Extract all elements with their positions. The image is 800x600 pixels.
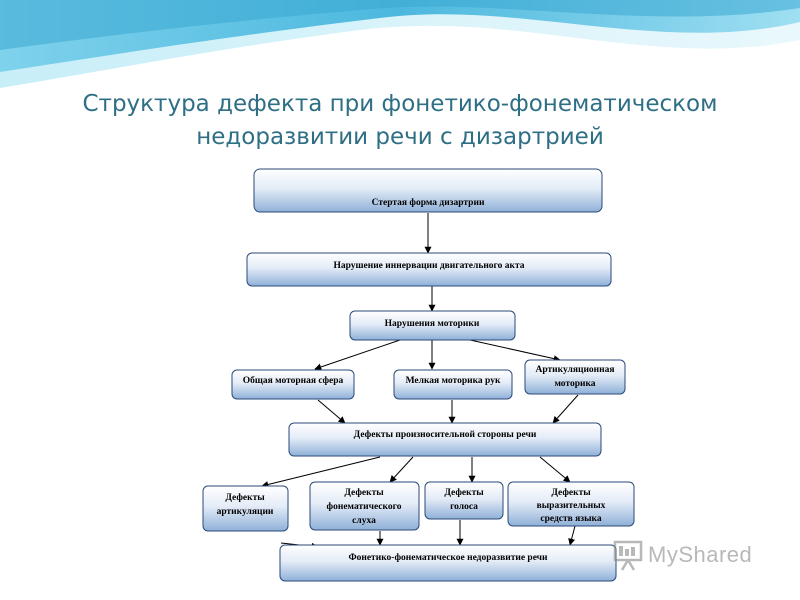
node-general-motor-label: Общая моторная сфера [243,375,344,386]
node-voice-label-2: голоса [450,502,478,512]
node-general-motor: Общая моторная сфера [231,369,355,400]
arrow-pronunciation-expressive [539,456,571,483]
watermark-text: MyShared [648,542,753,567]
arrow-pronunciation-artdef [261,456,381,488]
node-articulation-defects-label-2: артикуляции [217,507,274,517]
node-phonemic-label-1: Дефекты [344,487,384,498]
arrow-general-pronunciation [317,399,346,424]
node-innervation-label: Нарушение иннервации двигательного акта [333,261,524,271]
node-pronunciation-label: Дефекты произносительной стороны речи [354,429,537,440]
node-result: Фонетико-фонематическое недоразвитие реч… [279,544,617,582]
node-phonemic-hearing: Дефекты фонематического слуха [309,481,420,531]
arrow-pronunciation-phonemic [389,456,414,483]
presentation-board-icon [613,540,643,571]
node-articulation-motor: Артикуляционная моторика [524,359,626,395]
node-dysarthria-label: Стертая форма дизартрии [372,197,485,208]
node-innervation: Нарушение иннервации двигательного акта [246,252,612,287]
node-articulation-defects-label-1: Дефекты [225,492,265,503]
title-line-2: недоразвитии речи с дизартрией [196,124,604,150]
node-expressive-label-3: средств языка [540,514,601,524]
node-voice: Дефекты голоса [424,481,504,520]
node-articulation-motor-label-2: моторика [554,379,595,389]
node-phonemic-label-3: слуха [352,516,376,526]
header-decoration [0,0,800,88]
node-voice-label-1: Дефекты [444,487,484,498]
node-motor: Нарушения моторики [349,310,516,341]
watermark: MyShared [612,538,752,572]
node-fine-motor-label: Мелкая моторика рук [406,376,501,386]
node-articulation-motor-label-1: Артикуляционная [535,365,614,375]
node-dysarthria: Стертая форма дизартрии [253,168,603,213]
node-expressive: Дефекты выразительных средств языка [507,481,635,527]
page-title: Структура дефекта при фонетико-фонематич… [20,88,780,154]
node-articulation-defects: Дефекты артикуляции [202,485,289,532]
arrow-motor-general [314,339,401,371]
connectors [261,213,579,550]
arrow-expressive-result [568,525,576,546]
arrow-articulation-pronunciation [552,394,579,424]
node-result-label: Фонетико-фонематическое недоразвитие реч… [348,552,548,563]
node-expressive-label-1: Дефекты [551,487,591,498]
node-fine-motor: Мелкая моторика рук [393,369,513,400]
node-pronunciation: Дефекты произносительной стороны речи [288,422,602,457]
node-expressive-label-2: выразительных [537,501,606,511]
arrow-motor-articulation [469,339,561,363]
title-line-1: Структура дефекта при фонетико-фонематич… [82,91,718,117]
node-phonemic-label-2: фонематического [327,501,402,512]
node-motor-label: Нарушения моторики [385,319,480,329]
